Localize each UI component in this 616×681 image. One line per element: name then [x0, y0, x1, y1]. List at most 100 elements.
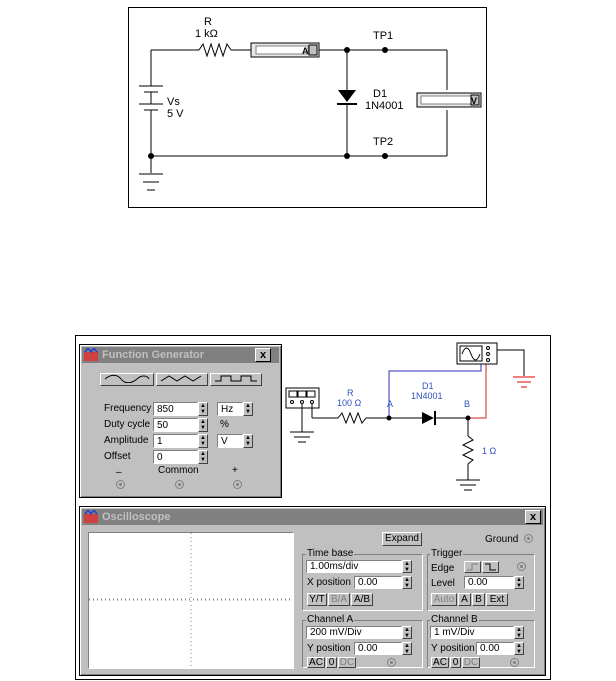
channel-a-dc-button[interactable]: DC [338, 657, 356, 668]
frequency-stepper[interactable]: ▲▼ [198, 402, 208, 416]
plus-terminal[interactable] [233, 480, 242, 489]
oscilloscope-titlebar[interactable]: Oscilloscope x [82, 509, 543, 525]
voltmeter-label: V [471, 96, 478, 106]
ac-diode-name: D1 [422, 381, 434, 391]
node-b-label: B [464, 399, 471, 409]
time-base-stepper[interactable]: ▲▼ [402, 560, 412, 573]
frequency-label: Frequency [104, 403, 152, 414]
ac-diode-part: 1N4001 [411, 391, 443, 401]
function-generator-title: Function Generator [102, 349, 205, 361]
frequency-unit-select[interactable]: Hz [217, 402, 243, 416]
channel-b-ypos-stepper[interactable]: ▲▼ [514, 642, 524, 655]
function-generator-close-button[interactable]: x [255, 348, 271, 362]
channel-b-ac-button[interactable]: AC [431, 657, 449, 668]
offset-input[interactable]: 0 [153, 450, 198, 464]
square-wave-icon [215, 375, 257, 382]
diode-name: D1 [373, 88, 388, 100]
channel-a-ypos-stepper[interactable]: ▲▼ [402, 642, 412, 655]
load-value: 1 Ω [482, 446, 497, 456]
channel-b-scale-input[interactable]: 1 mV/Div [430, 626, 514, 639]
function-generator-window: Function Generator x Frequency 850 ▲▼ Hz… [79, 344, 282, 498]
frequency-unit-stepper[interactable]: ▲▼ [243, 402, 253, 416]
offset-label: Offset [104, 451, 131, 462]
duty-cycle-input[interactable]: 50 [153, 418, 198, 432]
amplitude-stepper[interactable]: ▲▼ [198, 434, 208, 448]
channel-a-ac-button[interactable]: AC [307, 657, 325, 668]
edge-rising-button[interactable] [464, 561, 481, 573]
minus-terminal[interactable] [116, 480, 125, 489]
oscilloscope-close-button[interactable]: x [525, 510, 541, 524]
trigger-a-button[interactable]: A [458, 593, 471, 606]
amplitude-label: Amplitude [104, 435, 149, 446]
oscilloscope-app-icon [84, 510, 98, 523]
channel-b-ypos-input[interactable]: 0.00 [476, 642, 514, 655]
resistor-name: R [204, 16, 212, 28]
x-position-stepper[interactable]: ▲▼ [402, 576, 412, 589]
channel-b-scale-stepper[interactable]: ▲▼ [514, 626, 524, 639]
trigger-b-button[interactable]: B [472, 593, 485, 606]
mode-ab-button[interactable]: A/B [351, 593, 373, 606]
common-terminal[interactable] [175, 480, 184, 489]
channel-b-terminal[interactable] [510, 658, 519, 667]
trigger-group [427, 554, 535, 611]
channel-b-label: Channel B [430, 614, 479, 625]
channel-a-ypos-label: Y position [307, 643, 351, 654]
x-position-input[interactable]: 0.00 [354, 576, 402, 589]
ground-label: Ground [485, 534, 519, 545]
simulation-workspace: R 100 Ω A B D1 1N4001 1 Ω Function Gener… [75, 335, 551, 680]
mode-ba-button[interactable]: B/A [328, 593, 350, 606]
channel-b-dc-button[interactable]: DC [462, 657, 480, 668]
channel-a-scale-stepper[interactable]: ▲▼ [402, 626, 412, 639]
diode-part: 1N4001 [365, 100, 404, 112]
duty-cycle-stepper[interactable]: ▲▼ [198, 418, 208, 432]
amplitude-input[interactable]: 1 [153, 434, 198, 448]
level-label: Level [431, 578, 455, 589]
schematic-ac-canvas [285, 342, 535, 491]
channel-a-group [302, 620, 423, 668]
frequency-input[interactable]: 850 [153, 402, 198, 416]
oscilloscope-graticule [89, 533, 293, 668]
common-terminal-label: Common [158, 465, 199, 476]
channel-a-scale-input[interactable]: 200 mV/Div [306, 626, 402, 639]
square-wave-button[interactable] [210, 373, 262, 386]
ammeter-label: A [302, 46, 309, 56]
schematic-dc-canvas [139, 42, 482, 191]
time-base-input[interactable]: 1.00ms/div [306, 560, 402, 573]
amplitude-unit-select[interactable]: V [217, 434, 243, 448]
trigger-ext-button[interactable]: Ext [486, 593, 508, 606]
time-base-label: Time base [306, 548, 355, 559]
function-generator-app-icon [84, 348, 98, 361]
trigger-label: Trigger [430, 548, 464, 559]
schematic-dc-circuit: R 1 kΩ A Vs 5 V TP1 TP2 D1 1N4001 V [128, 7, 487, 208]
oscilloscope-window: Oscilloscope x Expand Ground Time base 1… [79, 506, 546, 676]
channel-a-ypos-input[interactable]: 0.00 [354, 642, 402, 655]
triangle-wave-icon [160, 375, 202, 382]
level-stepper[interactable]: ▲▼ [514, 576, 524, 589]
ac-resistor-value: 100 Ω [337, 398, 362, 408]
sine-wave-button[interactable] [100, 373, 154, 386]
expand-button[interactable]: Expand [382, 532, 422, 546]
source-value: 5 V [167, 108, 184, 120]
channel-b-ypos-label: Y position [431, 643, 475, 654]
function-generator-titlebar[interactable]: Function Generator x [82, 347, 279, 363]
amplitude-unit-stepper[interactable]: ▲▼ [243, 434, 253, 448]
tp1-label: TP1 [373, 30, 394, 42]
level-input[interactable]: 0.00 [464, 576, 514, 589]
duty-cycle-unit: % [220, 419, 229, 430]
minus-terminal-label: – [116, 467, 122, 478]
mode-yt-button[interactable]: Y/T [307, 593, 327, 606]
edge-falling-button[interactable] [482, 561, 499, 573]
time-base-group [302, 554, 423, 611]
channel-a-terminal[interactable] [387, 658, 396, 667]
offset-stepper[interactable]: ▲▼ [198, 450, 208, 464]
channel-a-zero-button[interactable]: 0 [326, 657, 337, 668]
trigger-terminal[interactable] [517, 562, 526, 571]
sine-wave-icon [104, 374, 150, 384]
source-name: Vs [167, 96, 180, 108]
ac-resistor-name: R [347, 388, 354, 398]
triangle-wave-button[interactable] [156, 373, 208, 386]
oscilloscope-title: Oscilloscope [102, 511, 171, 523]
channel-b-zero-button[interactable]: 0 [450, 657, 461, 668]
ground-terminal[interactable] [524, 534, 533, 543]
trigger-auto-button[interactable]: Auto [431, 593, 457, 606]
